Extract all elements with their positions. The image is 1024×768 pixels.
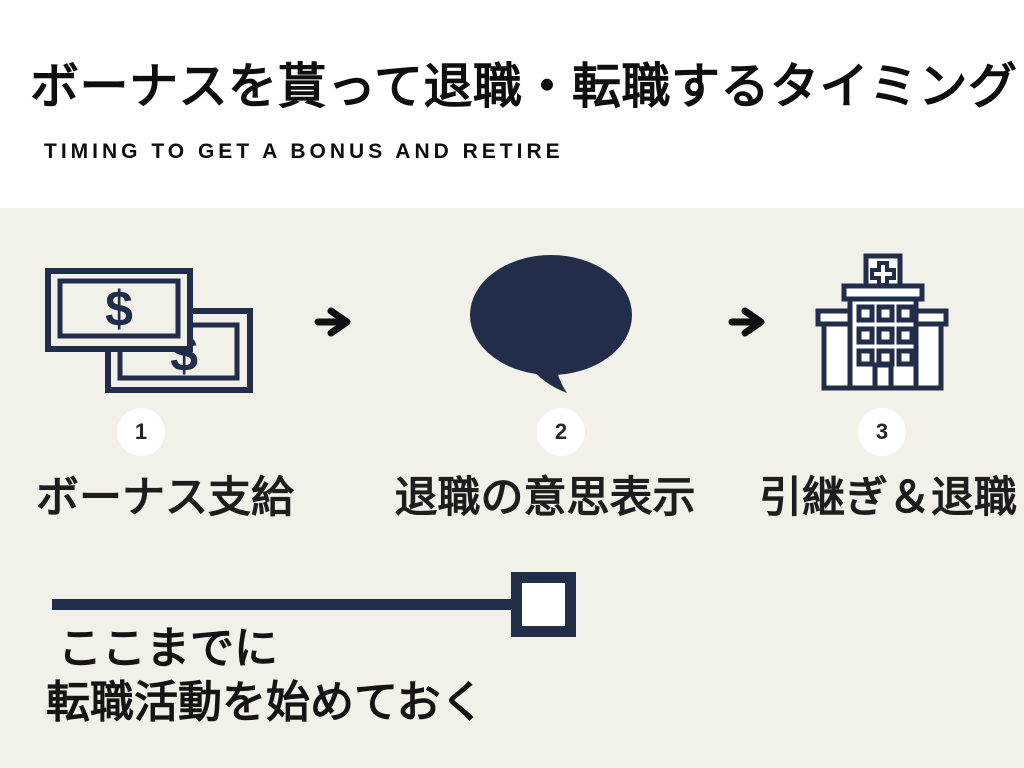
step-2-label: 退職の意思表示 xyxy=(394,473,696,523)
step-1-label: ボーナス支給 xyxy=(36,473,294,523)
page-title: ボーナスを貰って退職・転職するタイミング xyxy=(30,58,1018,115)
step-3-label: 引継ぎ＆退職 xyxy=(759,473,1017,523)
step-2-badge: 2 xyxy=(537,408,585,456)
arrow-right-icon xyxy=(314,307,351,337)
speech-bubble-icon xyxy=(470,255,632,393)
step-3-badge: 3 xyxy=(858,408,906,456)
arrow-right-icon xyxy=(728,307,765,337)
timeline-note-line-1: ここまでに xyxy=(58,623,278,674)
timeline-bar xyxy=(52,599,514,610)
timeline-end-marker xyxy=(511,572,576,637)
step-1-badge: 1 xyxy=(117,408,165,456)
step-2-number: 2 xyxy=(554,419,568,444)
timeline-note-line-2: 転職活動を始めておく xyxy=(46,677,485,728)
page-subtitle: TIMING TO GET A BONUS AND RETIRE xyxy=(44,140,564,163)
step-1-number: 1 xyxy=(134,419,148,444)
banknotes-icon: $ $ xyxy=(45,268,253,393)
hospital-icon xyxy=(815,253,949,391)
step-3-number: 3 xyxy=(875,419,889,444)
dollar-sign: $ xyxy=(105,281,133,337)
